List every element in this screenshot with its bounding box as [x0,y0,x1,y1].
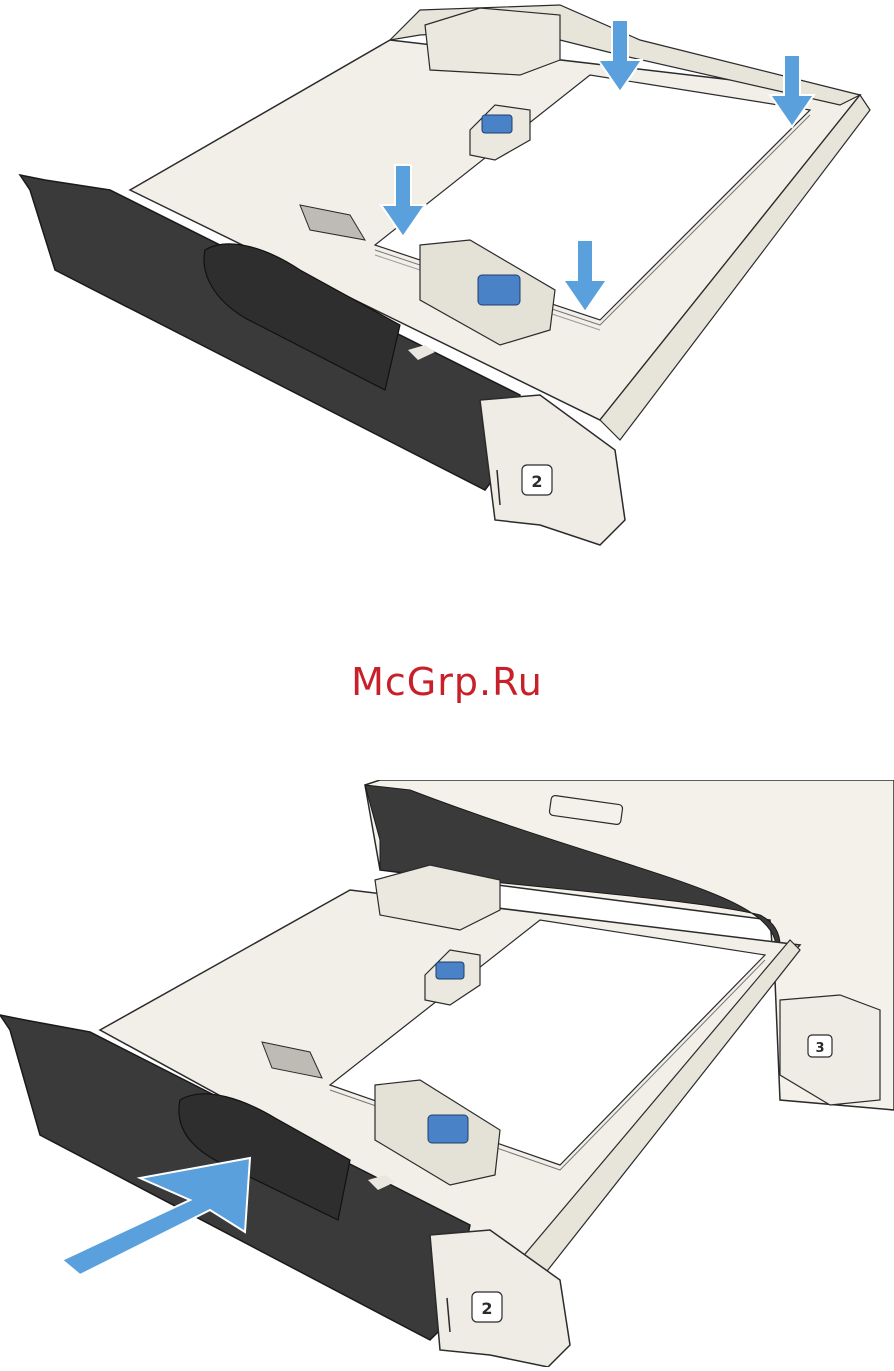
tray-number: 2 [481,1299,492,1318]
paper-guide-icon [436,962,464,979]
tray-loading-illustration: 2 [0,0,894,560]
paper-guide-icon [428,1115,468,1143]
tray-loading-svg: 2 [0,0,894,560]
paper-guide-icon [482,115,512,133]
watermark: McGrp.Ru [0,660,894,704]
tray-closing-illustration: 3 2 [0,780,894,1367]
paper-guide-icon [478,275,520,305]
push-arrow-icon [62,1158,250,1275]
tray-closing-svg: 3 2 [0,780,894,1367]
lower-tray-number: 3 [815,1041,824,1056]
tray-number: 2 [531,472,542,491]
